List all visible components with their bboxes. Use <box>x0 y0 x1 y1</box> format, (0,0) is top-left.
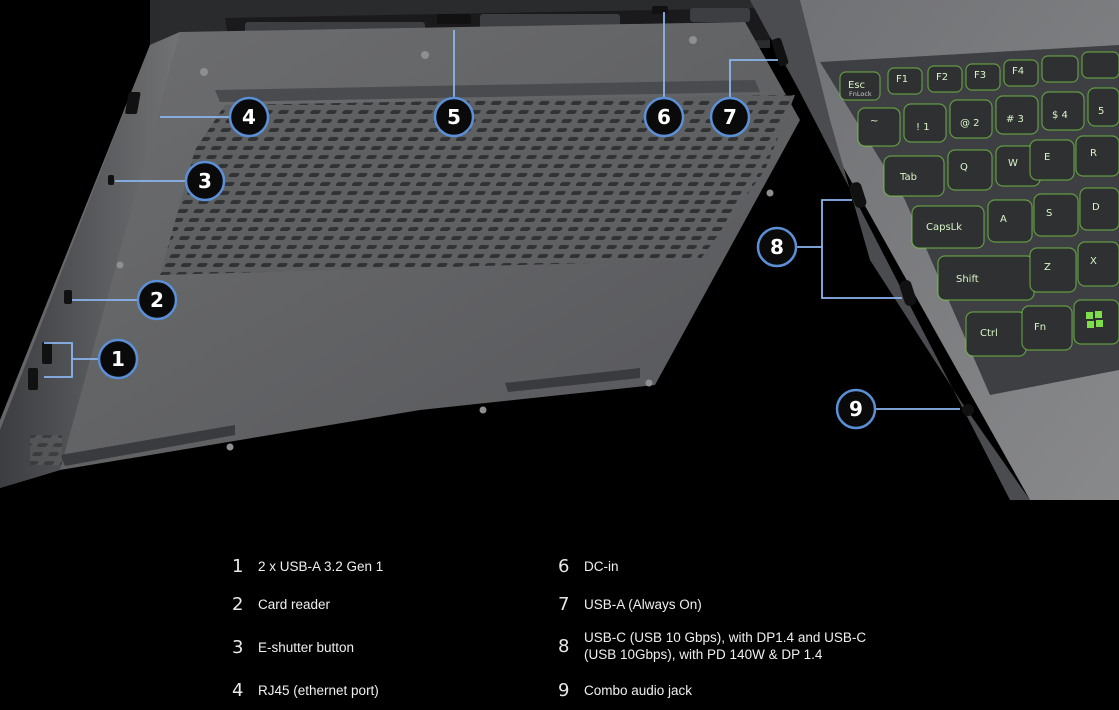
key-4: $ 4 <box>1052 110 1068 121</box>
callout-5: 5 <box>433 96 475 138</box>
svg-text:3: 3 <box>198 169 212 193</box>
key-capslock: CapsLk <box>926 222 962 233</box>
legend-text: DC-in <box>584 559 619 574</box>
key-d: D <box>1092 202 1100 213</box>
svg-text:5: 5 <box>447 105 461 129</box>
svg-text:1: 1 <box>111 347 125 371</box>
key-f4: F4 <box>1012 66 1024 77</box>
callout-4: 4 <box>228 96 270 138</box>
key-1: ! 1 <box>916 122 930 133</box>
key-tilde: ~ <box>870 116 878 127</box>
svg-text:4: 4 <box>242 105 256 129</box>
legend-item-6: 6 DC-in <box>558 556 619 577</box>
legend-item-8: 8 USB-C (USB 10 Gbps), with DP1.4 and US… <box>558 629 866 663</box>
key-q: Q <box>960 162 968 173</box>
key-fnlock: FnLock <box>849 90 872 98</box>
legend-item-2: 2 Card reader <box>232 594 330 615</box>
svg-text:8: 8 <box>770 235 784 259</box>
legend-number: 9 <box>558 680 570 701</box>
legend-number: 7 <box>558 594 570 615</box>
callout-6: 6 <box>643 96 685 138</box>
callout-lines <box>44 12 960 410</box>
key-w: W <box>1008 158 1018 169</box>
key-shift: Shift <box>956 274 979 285</box>
svg-text:6: 6 <box>657 105 671 129</box>
legend-text: Combo audio jack <box>584 683 693 698</box>
callout-2: 2 <box>136 279 178 321</box>
legend-number: 3 <box>232 637 244 658</box>
legend-item-4: 4 RJ45 (ethernet port) <box>232 680 379 701</box>
key-esc: Esc <box>848 80 865 91</box>
key-fn: Fn <box>1034 322 1046 333</box>
key-z: Z <box>1044 262 1051 273</box>
key-f2: F2 <box>936 72 948 83</box>
callout-3: 3 <box>184 160 226 202</box>
key-e: E <box>1044 152 1050 163</box>
key-3: # 3 <box>1006 114 1024 125</box>
windows-icon <box>1086 311 1103 328</box>
key-r: R <box>1090 148 1097 159</box>
laptop-bottom-panel <box>0 22 800 488</box>
key-ctrl: Ctrl <box>980 328 998 339</box>
port-legend: 1 2 x USB-A 3.2 Gen 1 2 Card reader 3 E-… <box>0 500 1119 710</box>
legend-item-3: 3 E-shutter button <box>232 637 354 658</box>
legend-item-9: 9 Combo audio jack <box>558 680 692 701</box>
key-s: S <box>1046 208 1052 219</box>
key-x: X <box>1090 256 1097 267</box>
svg-text:2: 2 <box>150 288 164 312</box>
legend-number: 2 <box>232 594 244 615</box>
legend-number: 4 <box>232 680 244 701</box>
key-f3: F3 <box>974 70 986 81</box>
key-a: A <box>1000 214 1007 225</box>
legend-text: 2 x USB-A 3.2 Gen 1 <box>258 559 384 574</box>
key-f1: F1 <box>896 74 908 85</box>
callout-1: 1 <box>97 338 139 380</box>
keyboard-keys: Esc FnLock F1 F2 F3 F4 ~ ! 1 @ 2 # 3 $ 4… <box>839 51 1119 357</box>
key-2: @ 2 <box>960 118 980 129</box>
callout-9: 9 <box>835 388 877 430</box>
callout-8: 8 <box>756 226 798 268</box>
legend-text: Card reader <box>258 597 331 612</box>
svg-text:7: 7 <box>723 105 737 129</box>
legend-number: 6 <box>558 556 570 577</box>
key-tab: Tab <box>899 172 917 183</box>
legend-text: RJ45 (ethernet port) <box>258 683 379 698</box>
legend-text: USB-A (Always On) <box>584 597 702 612</box>
legend-item-7: 7 USB-A (Always On) <box>558 594 702 615</box>
callout-7: 7 <box>709 96 751 138</box>
legend-text: USB-C (USB 10 Gbps), with DP1.4 and USB-… <box>584 630 867 662</box>
legend-number: 1 <box>232 556 244 577</box>
legend-text: E-shutter button <box>258 640 355 655</box>
legend-number: 8 <box>558 635 570 657</box>
laptop-illustration: Esc FnLock F1 F2 F3 F4 ~ ! 1 @ 2 # 3 $ 4… <box>0 0 1119 500</box>
callouts: 1 2 3 4 5 6 7 8 <box>97 96 877 430</box>
key-5: 5 <box>1098 106 1104 117</box>
svg-text:9: 9 <box>849 397 863 421</box>
legend-item-1: 1 2 x USB-A 3.2 Gen 1 <box>232 556 383 577</box>
